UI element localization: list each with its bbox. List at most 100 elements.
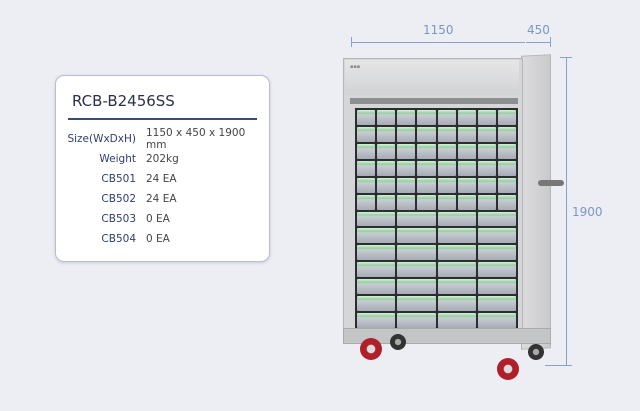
spec-label: Weight	[99, 153, 136, 165]
drawer	[437, 126, 456, 142]
drawer	[457, 143, 476, 159]
drawer	[437, 279, 476, 295]
drawer	[497, 126, 516, 142]
width-tick	[351, 37, 352, 47]
drawer	[417, 110, 436, 125]
drawer-grid	[355, 108, 518, 330]
drawer	[397, 279, 436, 295]
drawer	[477, 177, 496, 193]
drawer-row	[357, 160, 516, 176]
drawer	[357, 110, 376, 125]
height-dimension: 1900	[572, 205, 603, 219]
drawer	[477, 313, 516, 328]
spec-value: 1150 x 450 x 1900 mm	[145, 127, 246, 151]
drawer	[497, 160, 516, 176]
wheel	[390, 334, 406, 350]
drawer	[397, 110, 416, 125]
spec-label: CB504	[101, 233, 136, 245]
drawer	[397, 177, 416, 193]
height-tick	[545, 365, 572, 366]
spec-list: Size(WxDxH)1150 x 450 x 1900 mm Weight 20…	[66, 127, 269, 249]
drawer	[477, 143, 496, 159]
drawer	[497, 110, 516, 125]
drawer	[357, 245, 396, 261]
drawer	[357, 296, 396, 312]
drawer	[437, 194, 456, 210]
spec-row: Size(WxDxH)1150 x 450 x 1900 mm	[66, 127, 269, 151]
spec-card: RCB-B2456SS Size(WxDxH)1150 x 450 x 1900…	[55, 75, 270, 262]
drawer-row	[357, 110, 516, 125]
model-title: RCB-B2456SS	[72, 92, 175, 110]
spec-row: CB503 0 EA	[66, 209, 269, 229]
drawer	[397, 143, 416, 159]
drawer	[437, 177, 456, 193]
drawer	[397, 194, 416, 210]
wheel	[360, 338, 382, 360]
wheel	[528, 344, 544, 360]
depth-tick	[550, 37, 551, 47]
drawer	[397, 211, 436, 227]
spec-value: 0 EA	[146, 213, 170, 225]
drawer	[497, 143, 516, 159]
depth-line	[526, 42, 550, 43]
divider	[68, 118, 257, 120]
drawer	[357, 177, 376, 193]
drawer	[397, 160, 416, 176]
drawer	[437, 228, 476, 244]
drawer	[357, 126, 376, 142]
drawer	[397, 296, 436, 312]
drawer	[457, 110, 476, 125]
drawer	[417, 194, 436, 210]
brand-logo: ▪▪▪	[350, 64, 361, 70]
drawer	[397, 262, 436, 278]
drawer	[397, 228, 436, 244]
drawer	[397, 126, 416, 142]
drawer	[357, 160, 376, 176]
drawer	[357, 194, 376, 210]
drawer	[357, 262, 396, 278]
push-handle	[538, 180, 564, 186]
drawer-row	[357, 262, 516, 278]
height-tick	[560, 57, 572, 58]
shutter-bar	[350, 98, 518, 104]
drawer-row	[357, 313, 516, 328]
width-line	[351, 42, 525, 43]
drawer	[497, 194, 516, 210]
drawer	[397, 245, 436, 261]
drawer-row	[357, 126, 516, 142]
drawer	[437, 211, 476, 227]
drawer	[477, 279, 516, 295]
drawer	[477, 262, 516, 278]
drawer	[357, 279, 396, 295]
drawer-row	[357, 211, 516, 227]
drawer	[377, 194, 396, 210]
depth-dimension: 450	[527, 23, 550, 37]
drawer	[377, 177, 396, 193]
drawer-row	[357, 228, 516, 244]
drawer	[377, 126, 396, 142]
drawer	[477, 160, 496, 176]
spec-value: 202kg	[146, 153, 179, 165]
spec-value: 24 EA	[146, 173, 177, 185]
drawer-row	[357, 296, 516, 312]
cabinet-side-panel	[521, 54, 551, 350]
drawer	[477, 211, 516, 227]
drawer	[477, 126, 496, 142]
drawer	[357, 228, 396, 244]
drawer	[437, 245, 476, 261]
spec-label: CB503	[101, 213, 136, 225]
drawer	[477, 245, 516, 261]
drawer	[357, 143, 376, 159]
drawer-row	[357, 194, 516, 210]
drawer-row	[357, 177, 516, 193]
drawer-row	[357, 279, 516, 295]
drawer	[437, 296, 476, 312]
drawer	[377, 160, 396, 176]
drawer	[437, 262, 476, 278]
drawer	[417, 143, 436, 159]
drawer	[497, 177, 516, 193]
drawer-row	[357, 143, 516, 159]
drawer	[477, 296, 516, 312]
